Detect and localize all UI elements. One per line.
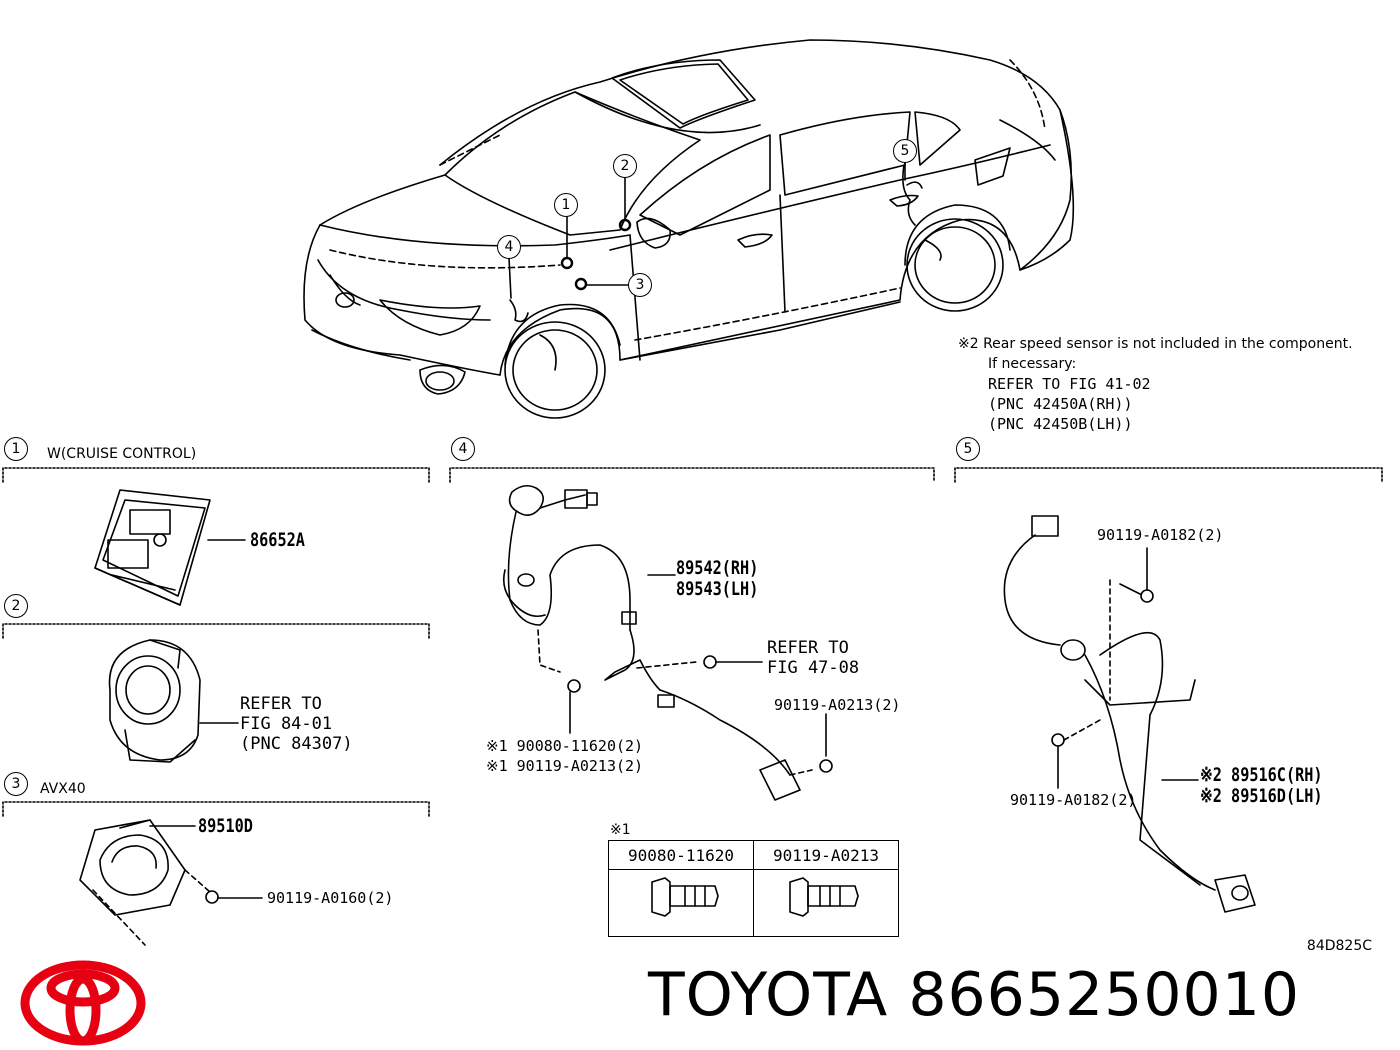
note-line-3: REFER TO FIG 41-02 (988, 375, 1151, 393)
section-1-title: W(CRUISE CONTROL) (47, 446, 197, 462)
part-number: 8665250010 (908, 960, 1301, 1030)
part-89542-rh-label: 89542(RH) (676, 557, 759, 579)
part-89510d-label: 89510D (198, 815, 253, 837)
fastener-table-mark: ※1 (610, 822, 631, 838)
section-4-number: 4 (451, 437, 475, 461)
callout-4: 4 (497, 235, 521, 259)
fastener-col-1-image (608, 869, 754, 937)
note-line-2: If necessary: (988, 356, 1077, 372)
part-89516d-lh-label: ※2 89516D(LH) (1200, 785, 1323, 807)
section-2-ref-2: FIG 84-01 (240, 714, 333, 734)
diagram-code: 84D825C (1306, 938, 1372, 954)
note-line-1: ※2 Rear speed sensor is not included in … (958, 336, 1353, 352)
bolt-90119-a0182-top-label: 90119-A0182(2) (1097, 526, 1224, 544)
callout-3: 3 (628, 273, 652, 297)
note-90080-11620-label: ※1 90080-11620(2) (486, 737, 644, 755)
bolt-90119-a0160-label: 90119-A0160(2) (267, 889, 394, 907)
section-1-number: 1 (4, 437, 28, 461)
part-89516c-rh-label: ※2 89516C(RH) (1200, 764, 1323, 786)
fastener-col-2-image (753, 869, 899, 937)
toyota-logo (20, 960, 146, 1046)
section-2-ref-1: REFER TO (240, 694, 322, 714)
brand-name: TOYOTA (648, 960, 889, 1030)
sensor-84307-drawing (108, 639, 239, 763)
section-3-title: AVX40 (40, 781, 86, 797)
sensor-89516c-drawing (1003, 515, 1256, 913)
brand-part-number: TOYOTA 8665250010 (648, 960, 1300, 1030)
sensor-89510d-drawing (79, 819, 263, 946)
section-4-ref-2: FIG 47-08 (767, 658, 860, 678)
note-90119-a0213-label: ※1 90119-A0213(2) (486, 757, 644, 775)
fastener-col-1-header: 90080-11620 (608, 840, 754, 870)
section-3-number: 3 (4, 772, 28, 796)
section-5-number: 5 (956, 437, 980, 461)
section-4-ref-1: REFER TO (767, 638, 849, 658)
car-illustration (303, 39, 1075, 419)
section-rulers (2, 467, 1383, 817)
note-line-4: (PNC 42450A(RH)) (988, 395, 1133, 413)
part-86652a-label: 86652A (250, 529, 305, 551)
callout-5: 5 (893, 139, 917, 163)
section-2-number: 2 (4, 594, 28, 618)
fastener-table: 90080-11620 90119-A0213 (608, 840, 899, 937)
note-line-5: (PNC 42450B(LH)) (988, 415, 1133, 433)
callout-2: 2 (613, 154, 637, 178)
rear-sensor-note: ※2 Rear speed sensor is not included in … (958, 334, 1353, 434)
bolt-90119-a0213-label: 90119-A0213(2) (774, 696, 901, 714)
part-89543-lh-label: 89543(LH) (676, 578, 759, 600)
bolt-90119-a0182-bottom-label: 90119-A0182(2) (1010, 791, 1137, 809)
callout-1: 1 (554, 193, 578, 217)
fastener-col-2-header: 90119-A0213 (753, 840, 899, 870)
sensor-89542-drawing (502, 484, 833, 801)
section-2-ref-3: (PNC 84307) (240, 734, 353, 754)
module-86652a-drawing (94, 489, 246, 606)
